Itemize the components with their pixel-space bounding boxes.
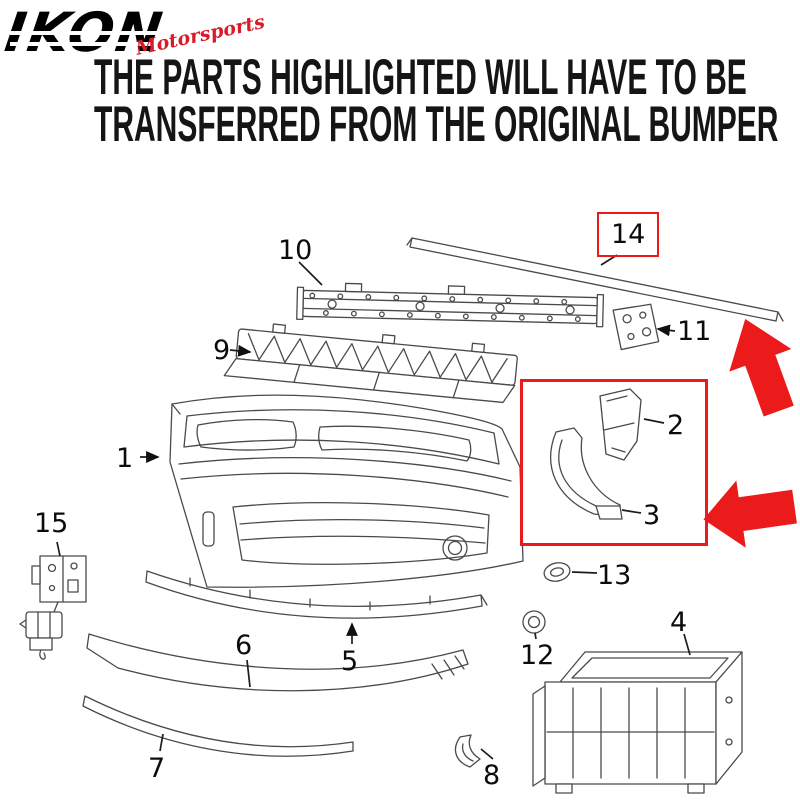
highlight-arrow-up-icon [729,318,794,417]
part-label-1: 1 [116,443,134,474]
part-label-14: 14 [611,219,646,250]
headline-line-2: TRANSFERRED FROM THE ORIGINAL BUMPER [94,96,779,152]
part-12-grommet-drawing [522,610,546,634]
part-14-upper-trim-strip-drawing [406,237,784,322]
ikon-motorsports-logo: IKON Motorsports [1,1,266,80]
part-10-reinforcement-bar-drawing [296,282,605,328]
highlight-box-parts-2-3 [520,379,708,546]
part-9-grille-support-drawing [223,323,518,404]
logo-stripe [10,31,235,35]
part-label-7: 7 [148,753,166,784]
highlight-box-part-14 [597,212,659,257]
logo-stripe [10,42,235,46]
part-label-4: 4 [670,607,688,638]
part-label-15: 15 [34,508,69,539]
part-label-2: 2 [667,410,685,441]
part-5-lower-trim-drawing [145,570,488,619]
part-label-3: 3 [643,500,661,531]
part-label-11: 11 [677,316,712,347]
part-3-curved-bracket-drawing [550,427,623,520]
headline: THE PARTS HIGHLIGHTED WILL HAVE TO BE TR… [94,49,800,152]
part-2-bracket-drawing [599,388,642,461]
part-label-9: 9 [213,335,231,366]
part-15-sensor-bracket-drawing [19,555,87,660]
part-8-corner-bracket-drawing [454,734,481,768]
part-label-12: 12 [520,640,555,671]
part-label-5: 5 [341,646,359,677]
highlight-arrow-left-icon [703,480,797,548]
headline-line-1: THE PARTS HIGHLIGHTED WILL HAVE TO BE [94,49,747,105]
part-6-lower-lip-drawing [86,633,469,692]
leader-lines [56,254,691,760]
part-13-grommet-drawing [543,562,571,582]
part-label-6: 6 [235,630,253,661]
part-label-13: 13 [597,560,632,591]
part-11-side-bracket-drawing [612,303,660,351]
part-7-splitter-strip-drawing [82,695,354,757]
part-1-bumper-cover-drawing [169,394,524,588]
part-4-air-duct-drawing [532,651,743,794]
part-label-10: 10 [278,235,313,266]
part-label-8: 8 [483,760,501,791]
